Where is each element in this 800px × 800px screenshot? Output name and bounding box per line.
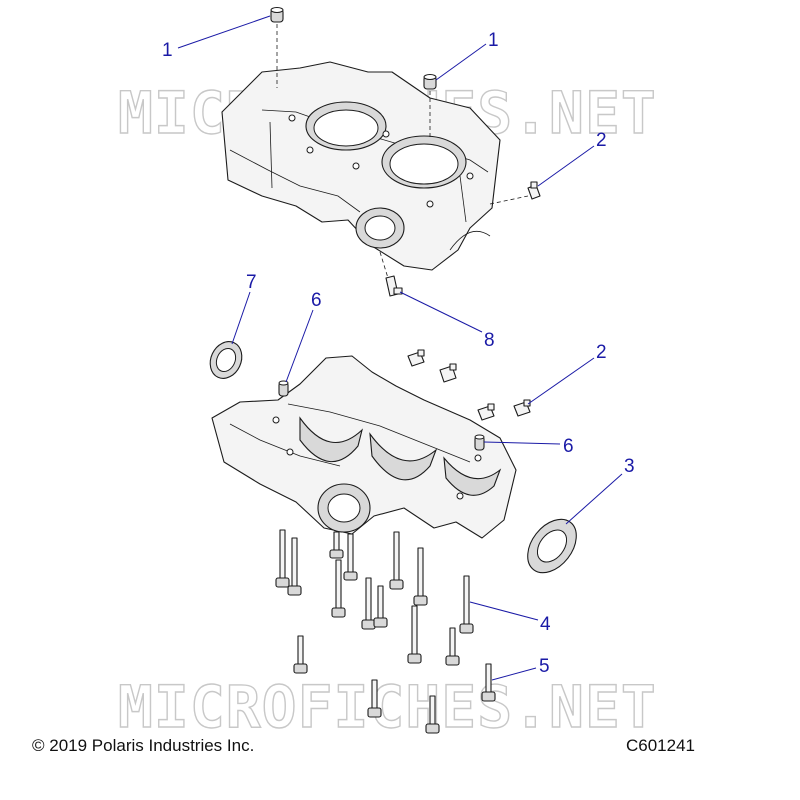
svg-text:2: 2: [596, 130, 607, 151]
bolts-short: [293, 627, 496, 734]
bolt: [287, 537, 302, 596]
dowel-pin-lower-left: [278, 380, 289, 397]
svg-text:5: 5: [539, 656, 550, 677]
dowel-pin-top-right: [423, 74, 437, 140]
bolt: [275, 529, 290, 588]
callout-7[interactable]: 7: [231, 272, 257, 345]
callout-5[interactable]: 5: [491, 656, 550, 681]
lower-crankcase: [211, 355, 517, 539]
bolts-long: [275, 529, 474, 664]
svg-text:3: 3: [624, 456, 635, 477]
bolt: [373, 585, 388, 628]
callout-6a[interactable]: 6: [285, 290, 322, 383]
callout-1b[interactable]: 1: [435, 30, 499, 81]
bolt: [361, 577, 376, 630]
callout-1a[interactable]: 1: [162, 15, 271, 61]
bolt: [425, 695, 440, 734]
svg-text:6: 6: [563, 436, 574, 457]
bolt: [389, 531, 404, 590]
upper-crankcase: [221, 61, 501, 271]
callout-3[interactable]: 3: [565, 456, 635, 525]
svg-text:1: 1: [162, 40, 173, 61]
bolt: [293, 635, 308, 674]
copyright-notice: © 2019 Polaris Industries Inc.: [32, 736, 255, 755]
dowel-pin-top-left: [270, 7, 284, 88]
callout-8[interactable]: 8: [399, 291, 495, 351]
bolt: [331, 559, 346, 618]
fitting-upper: [489, 181, 541, 205]
diagram-code: C601241: [626, 736, 696, 755]
callout-6b[interactable]: 6: [483, 436, 574, 457]
bolt: [329, 531, 344, 559]
callout-2b[interactable]: 2: [527, 342, 607, 405]
callout-2a[interactable]: 2: [537, 130, 607, 187]
svg-text:4: 4: [540, 614, 551, 635]
svg-text:6: 6: [311, 290, 322, 311]
bolt: [481, 663, 496, 702]
oil-seal-right: [527, 518, 577, 574]
bolt: [343, 533, 358, 581]
bolt: [445, 627, 460, 666]
bolt: [459, 575, 474, 634]
bolt: [407, 605, 422, 664]
svg-text:8: 8: [484, 330, 495, 351]
bolt: [367, 679, 382, 718]
svg-text:1: 1: [488, 30, 499, 51]
watermark-bottom: MICROFICHES.NET: [118, 673, 657, 741]
dowel-pin-lower-right: [474, 434, 485, 451]
bolt: [413, 547, 428, 606]
fitting-group-lower: [407, 349, 531, 421]
oil-seal-left: [209, 341, 243, 379]
svg-text:2: 2: [596, 342, 607, 363]
callout-4[interactable]: 4: [469, 601, 551, 635]
svg-text:7: 7: [246, 272, 257, 293]
fitting-lower-upper-case: [379, 251, 403, 297]
